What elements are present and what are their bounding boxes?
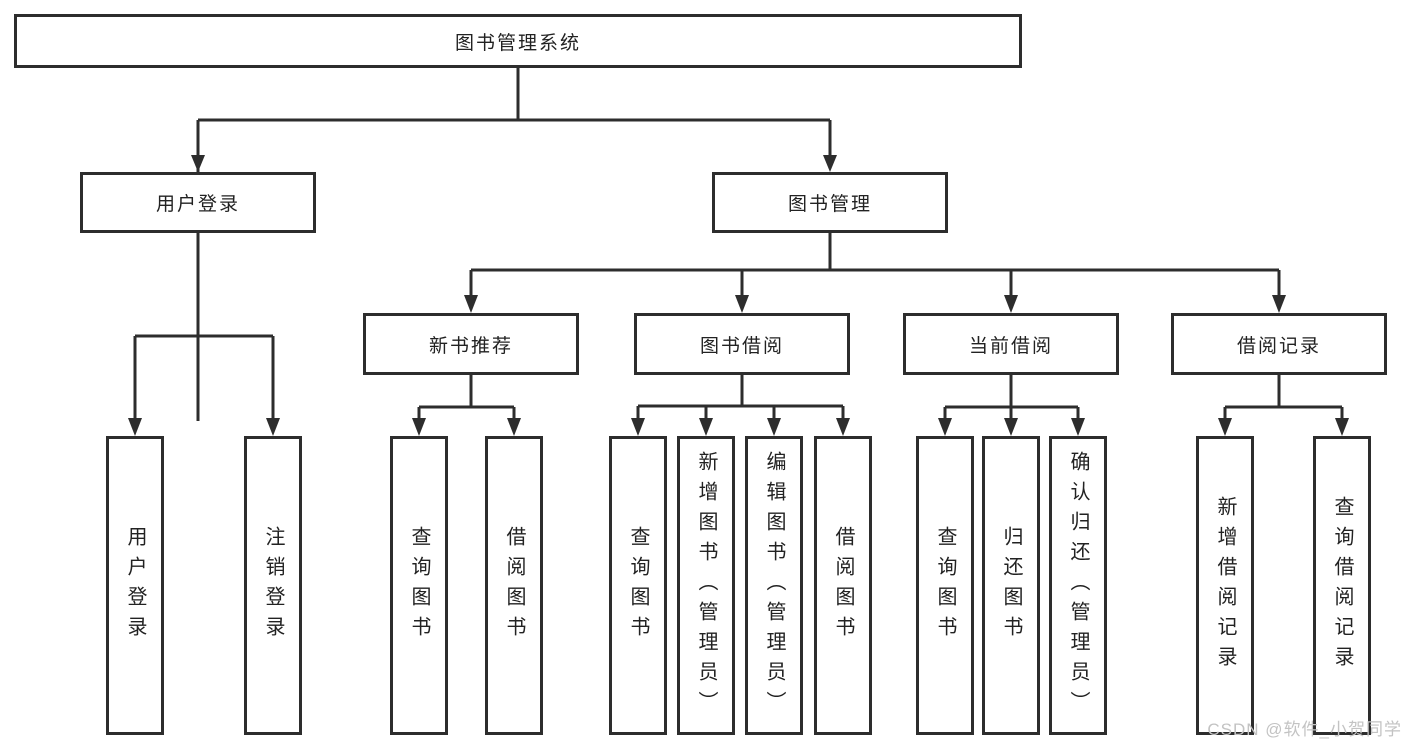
node-label: 用户登录 [124,525,146,646]
node-label: 新增图书（管理员） [695,450,717,721]
node-label: 图书管理系统 [454,32,581,54]
node-library-system: 图书管理系统 [14,14,1022,68]
csdn-watermark: CSDN @软件_小贺同学 [1207,720,1402,739]
leaf-query-books-current: 查询图书 [916,436,974,735]
leaf-logout: 注销登录 [244,436,302,735]
node-label: 注销登录 [262,525,284,646]
leaf-query-books-recommend: 查询图书 [390,436,448,735]
node-borrowing-records: 借阅记录 [1171,313,1387,375]
node-label: 借阅记录 [1236,335,1321,357]
node-label: 新增借阅记录 [1214,495,1236,676]
node-label: 查询借阅记录 [1331,495,1353,676]
node-label: 图书借阅 [699,335,784,357]
node-label: 归还图书 [1000,525,1022,646]
leaf-add-books-admin: 新增图书（管理员） [677,436,735,735]
leaf-confirm-return-admin: 确认归还（管理员） [1049,436,1107,735]
leaf-user-login: 用户登录 [106,436,164,735]
node-label: 用户登录 [155,194,240,215]
node-label: 编辑图书（管理员） [763,450,785,721]
node-current-borrowing: 当前借阅 [903,313,1119,375]
node-label: 借阅图书 [832,525,854,646]
leaf-borrow-books-recommend: 借阅图书 [485,436,543,735]
node-label: 确认归还（管理员） [1067,450,1089,721]
node-label: 图书管理 [787,194,872,215]
leaf-return-books: 归还图书 [982,436,1040,735]
leaf-edit-books-admin: 编辑图书（管理员） [745,436,803,735]
node-book-management: 图书管理 [712,172,948,233]
node-label: 新书推荐 [428,335,513,357]
leaf-query-books-borrowing: 查询图书 [609,436,667,735]
node-book-borrowing: 图书借阅 [634,313,850,375]
node-label: 查询图书 [408,525,430,646]
node-user-login: 用户登录 [80,172,316,233]
node-label: 查询图书 [627,525,649,646]
leaf-borrow-books: 借阅图书 [814,436,872,735]
node-label: 查询图书 [934,525,956,646]
node-label: 借阅图书 [503,525,525,646]
node-new-book-recommend: 新书推荐 [363,313,579,375]
node-label: 当前借阅 [968,335,1053,357]
leaf-query-borrow-record: 查询借阅记录 [1313,436,1371,735]
leaf-add-borrow-record: 新增借阅记录 [1196,436,1254,735]
